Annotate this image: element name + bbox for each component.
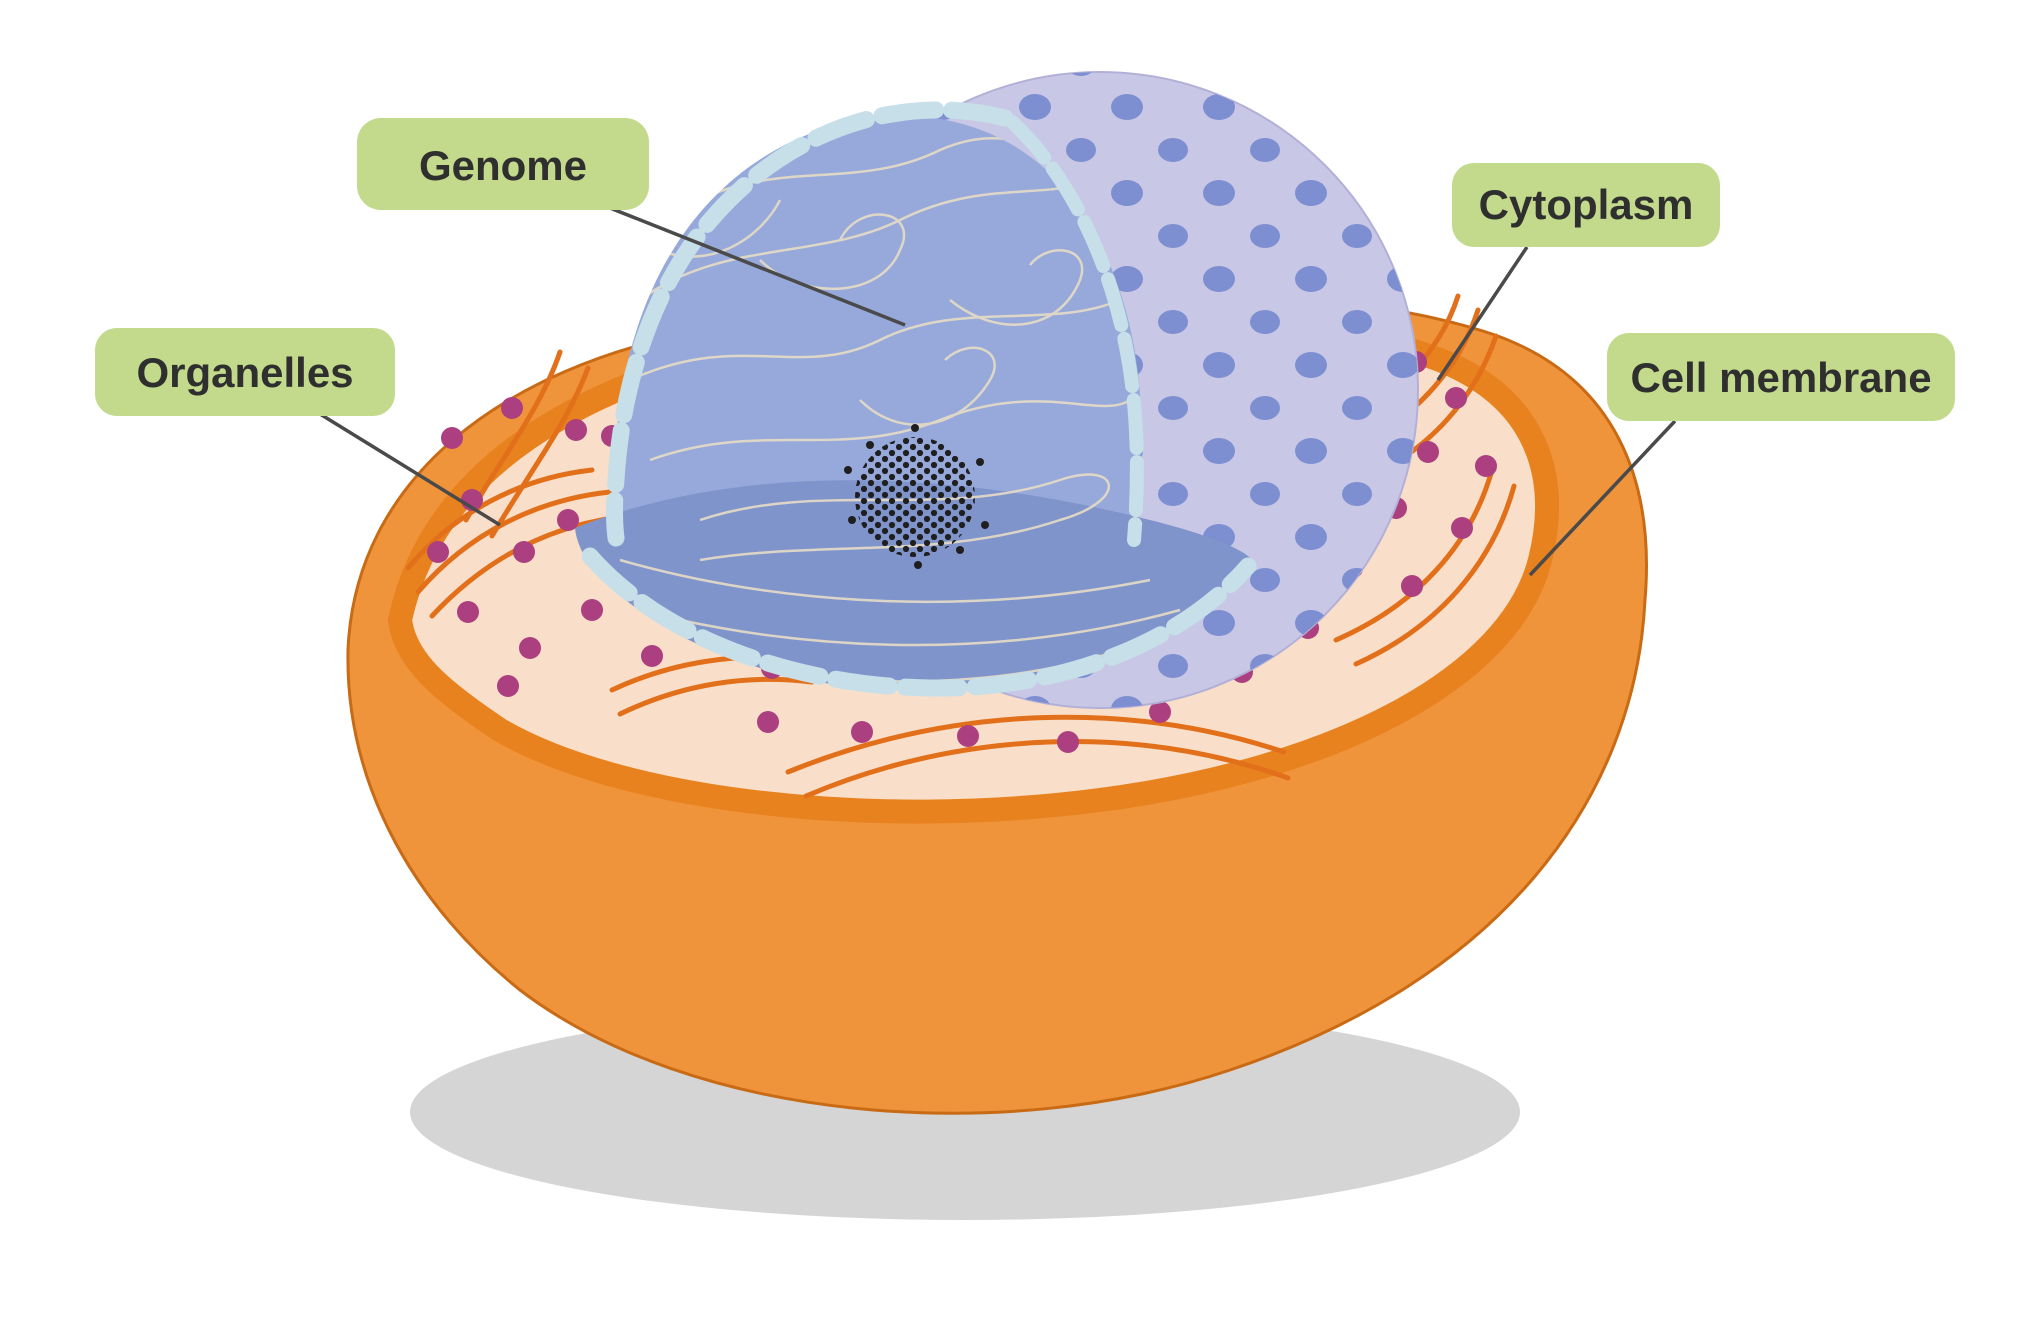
cytoplasm-leader-line	[1436, 246, 1529, 381]
cytoplasm-label-text: Cytoplasm	[1479, 181, 1694, 228]
cell-membrane-leader-line	[1528, 419, 1677, 577]
nucleolus	[844, 424, 989, 569]
cell-membrane-label-box	[1607, 333, 1955, 421]
leader-lines	[319, 206, 1677, 577]
nuclear-envelope-segments	[581, 101, 1257, 697]
nucleus	[575, 71, 1419, 709]
organelles-leader-line	[319, 412, 501, 527]
nucleus-interior-dome	[614, 115, 1142, 559]
organelles-label-box	[95, 328, 395, 416]
cytoplasm-label-box	[1452, 163, 1720, 247]
label-cytoplasm: Cytoplasm	[1452, 163, 1720, 247]
cell-membrane-label-text: Cell membrane	[1630, 354, 1931, 401]
genome-label-text: Genome	[419, 142, 587, 189]
label-genome: Genome	[357, 118, 649, 210]
genome-label-box	[357, 118, 649, 210]
label-cell-membrane: Cell membrane	[1607, 333, 1955, 421]
label-organelles: Organelles	[95, 328, 395, 416]
genome-leader-line	[609, 206, 906, 327]
organelles-label-text: Organelles	[136, 349, 353, 396]
nucleus-interior-front	[575, 480, 1252, 691]
